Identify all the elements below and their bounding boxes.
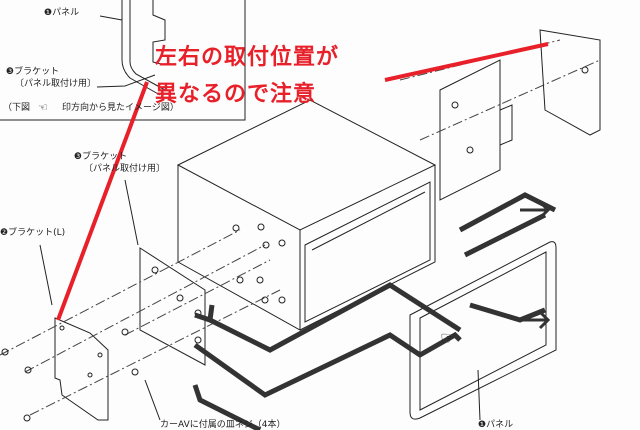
- label-inset-bracket: ❸ブラケット: [6, 67, 60, 77]
- warning-text-line2: 異なるので注意: [155, 82, 317, 107]
- unit-side: [177, 165, 301, 331]
- label-inset-bracket-sub: 〔パネル取付け用〕: [15, 79, 97, 89]
- label-bracket-l: ❷ブラケット(L): [0, 228, 66, 238]
- warning-line-left: [56, 81, 149, 321]
- bracket3-left: [139, 247, 206, 366]
- inset-bracket-outline: [152, 0, 166, 66]
- inset-frame: [0, 0, 246, 121]
- insertion-path: [192, 192, 557, 430]
- label-screws: カーAVに付属の皿ネジ（4本）: [160, 420, 286, 430]
- label-inset-panel: ❶パネル: [44, 8, 80, 18]
- label-panel: ❶パネル: [478, 420, 514, 430]
- bracket-r: [539, 29, 601, 136]
- hand-pointer-icon: ☞: [440, 328, 457, 349]
- warning-line-right: [384, 42, 549, 82]
- warning-text-line1: 左右の取付位置が: [155, 45, 340, 70]
- panel-frame: [409, 241, 557, 420]
- hand-pointer-icon: ☜: [38, 101, 48, 114]
- label-bracket3-sub: 〔パネル取付け用〕: [84, 164, 166, 174]
- label-inset-caption-a: （下図: [3, 103, 31, 113]
- label-bracket3: ❸ブラケット: [74, 152, 128, 162]
- screw-icons: [1, 328, 139, 422]
- bracket-l: [54, 317, 109, 421]
- label-inset-caption-b: 印方向から見たイメージ図）: [62, 103, 179, 113]
- inset-panel-outline: [121, 0, 161, 96]
- bracket3-right: [439, 59, 501, 201]
